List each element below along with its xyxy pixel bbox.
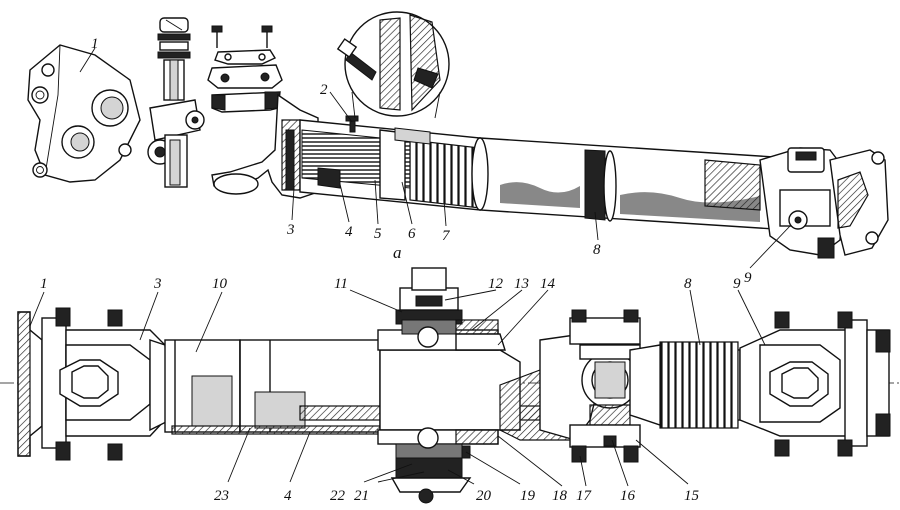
callout-top-8: 8 — [593, 242, 601, 258]
callout-top-5: 5 — [374, 226, 382, 242]
callout-bottom-22: 22 — [330, 488, 346, 504]
bottom-lower-callouts: 23 4 22 21 20 19 18 17 16 15 — [214, 488, 700, 504]
callout-bottom-23: 23 — [214, 488, 229, 504]
callout-bottom-1: 1 — [40, 276, 48, 292]
rear-section — [629, 311, 891, 457]
middle-universal-joint — [499, 309, 641, 463]
callout-bottom-12: 12 — [488, 276, 504, 292]
rear-universal-joint — [759, 147, 889, 259]
top-callouts: 1 2 3 4 5 6 7 8 9 a — [91, 36, 752, 286]
sub-figure-label: a — [393, 243, 402, 262]
splined-sleeve — [299, 115, 481, 211]
callout-bottom-16: 16 — [620, 488, 636, 504]
propeller-shaft-tube — [471, 137, 791, 231]
callout-bottom-3: 3 — [153, 276, 162, 292]
callout-bottom-11: 11 — [334, 276, 348, 292]
top-leaders — [79, 47, 791, 269]
callout-top-4: 4 — [345, 224, 353, 240]
callout-bottom-18: 18 — [552, 488, 568, 504]
callout-top-9: 9 — [744, 270, 752, 286]
callout-bottom-15: 15 — [684, 488, 700, 504]
callout-top-6: 6 — [408, 226, 416, 242]
universal-joint-cross — [147, 17, 205, 188]
callout-bottom-4: 4 — [284, 488, 292, 504]
bottom-leaders — [29, 289, 766, 487]
detail-magnifier — [336, 11, 450, 119]
callout-bottom-21: 21 — [354, 488, 369, 504]
bottom-view — [0, 267, 900, 504]
callout-bottom-14: 14 — [540, 276, 556, 292]
intermediate-support-bearing — [377, 267, 506, 504]
top-view — [27, 11, 889, 269]
callout-bottom-8: 8 — [684, 276, 692, 292]
callout-bottom-19: 19 — [520, 488, 536, 504]
left-yoke — [59, 329, 171, 437]
callout-bottom-13: 13 — [514, 276, 529, 292]
callout-bottom-10: 10 — [212, 276, 228, 292]
callout-top-3: 3 — [286, 222, 295, 238]
bolts-and-lock-plate — [207, 25, 283, 113]
callout-top-2: 2 — [320, 82, 328, 98]
bottom-upper-callouts: 1 3 10 11 12 13 14 8 9 — [40, 276, 741, 292]
callout-bottom-17: 17 — [576, 488, 593, 504]
left-flange — [17, 307, 123, 461]
flange-bracket — [27, 44, 141, 183]
callout-bottom-9: 9 — [733, 276, 741, 292]
callout-top-7: 7 — [442, 228, 451, 244]
left-shaft-section — [164, 339, 551, 435]
callout-bottom-20: 20 — [476, 488, 492, 504]
callout-top-1: 1 — [91, 36, 99, 52]
